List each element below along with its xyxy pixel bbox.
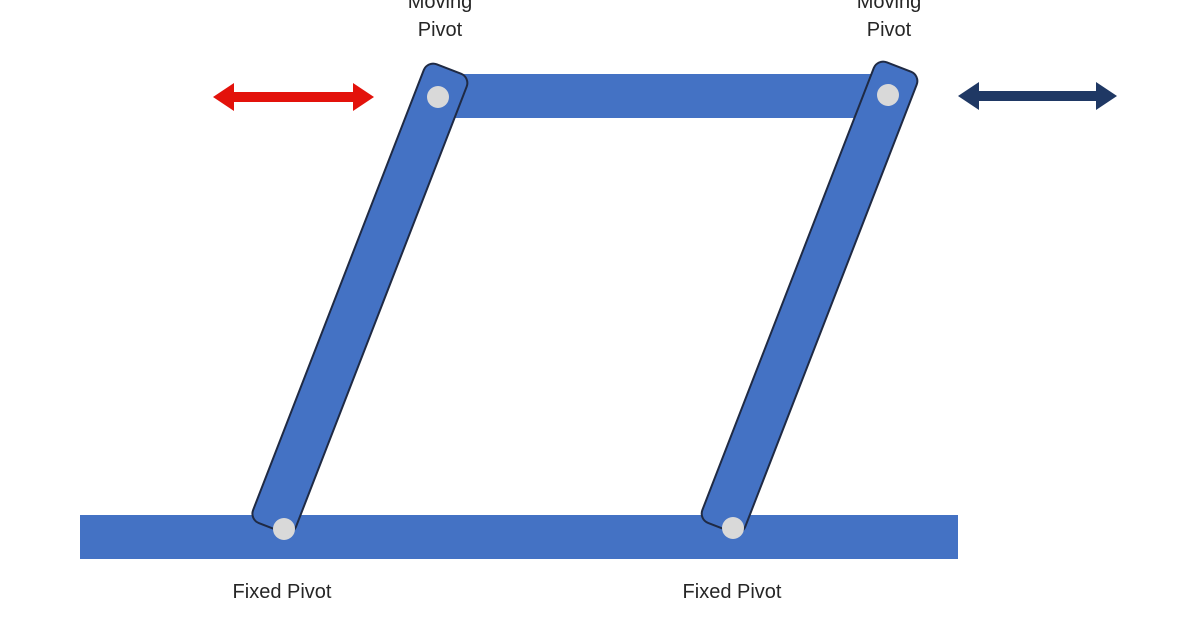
- coupler-link: [438, 74, 888, 118]
- fixed-pivot-right-label: Fixed Pivot: [682, 581, 782, 603]
- fixed-pivot-left-label: Fixed Pivot: [232, 581, 332, 603]
- moving-pivot-left-label-line2: Pivot: [417, 19, 463, 41]
- moving-pivot-right-label-line1: Moving: [856, 0, 922, 13]
- moving-pivot-left: [427, 86, 449, 108]
- moving-pivot-right-label-line2: Pivot: [866, 19, 912, 41]
- fixed-pivot-left: [273, 518, 295, 540]
- moving-pivot-right-label: Moving Pivot: [819, 0, 959, 44]
- moving-pivot-left-label-line1: Moving: [407, 0, 473, 13]
- fixed-base-link: [80, 515, 958, 559]
- moving-pivot-left-label: Moving Pivot: [370, 0, 510, 44]
- left-crank-link: [251, 62, 469, 535]
- navy-double-arrow-icon: [958, 82, 1117, 110]
- red-double-arrow-icon: [213, 83, 374, 111]
- fixed-pivot-right: [722, 517, 744, 539]
- moving-pivot-right: [877, 84, 899, 106]
- right-crank-link: [700, 60, 919, 534]
